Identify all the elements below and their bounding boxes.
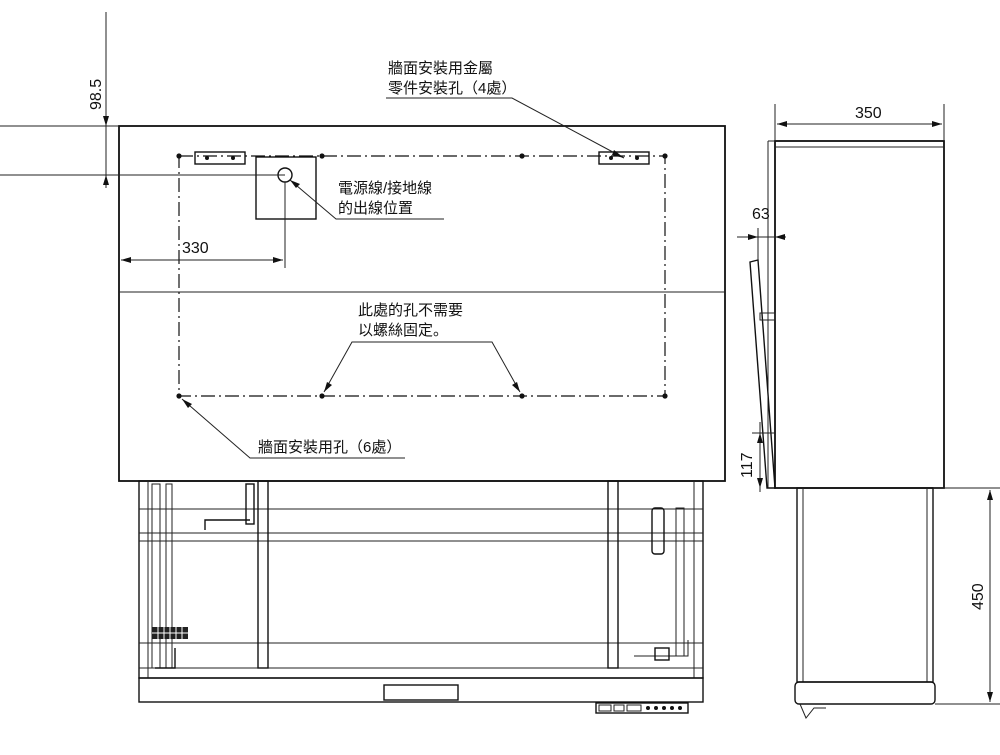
dim-label-63: 63 (752, 206, 770, 223)
vent-grille (152, 627, 188, 639)
stand-base (794, 681, 936, 705)
leader-power-line: 電源線/接地線 的出線位置 (289, 179, 444, 220)
dimension-117: 117 (739, 422, 775, 492)
label-metal-holes-2: 零件安裝孔（4處） (388, 80, 516, 97)
stand-foot (799, 703, 826, 719)
front-view: 98.5 330 牆面安裝用金屬 零件安裝孔（4處） 電源線/接地線 的出線位置 (0, 12, 726, 714)
dim-label-350: 350 (855, 105, 882, 122)
bracket-plate-left (194, 151, 246, 165)
control-panel-icon (595, 702, 689, 714)
leader-metal-holes: 牆面安裝用金屬 零件安裝孔（4處） (386, 60, 625, 159)
dimension-450: 450 (933, 487, 1000, 705)
leader-wall-holes: 牆面安裝用孔（6處） (181, 398, 405, 459)
power-outlet-box (255, 156, 317, 220)
side-view: 350 63 117 450 (737, 104, 1000, 719)
dim-label-117: 117 (739, 452, 756, 478)
side-cabinet (774, 140, 945, 489)
label-power-2: 的出線位置 (338, 200, 413, 217)
dim-label-330: 330 (182, 240, 209, 257)
label-no-screw-2: 以螺絲固定。 (358, 322, 448, 339)
label-no-screw-1: 此處的孔不需要 (358, 302, 463, 319)
bracket-plate-right (598, 151, 650, 165)
dim-label-98-5: 98.5 (88, 79, 105, 110)
dimension-350: 350 (774, 104, 945, 141)
dimension-330: 330 (121, 182, 286, 268)
plinth-handle (383, 684, 459, 701)
leader-no-screw: 此處的孔不需要 以螺絲固定。 (323, 302, 521, 393)
dimension-98-5: 98.5 (0, 12, 285, 188)
label-metal-holes-1: 牆面安裝用金屬 (388, 60, 493, 77)
dimension-63: 63 (737, 206, 786, 260)
stand-body (796, 487, 934, 683)
plinth (138, 677, 704, 703)
wall-bracket (749, 259, 776, 489)
label-power-1: 電源線/接地線 (338, 180, 432, 197)
base-frame (138, 480, 704, 714)
mounting-outline (178, 155, 666, 397)
label-wall-holes: 牆面安裝用孔（6處） (258, 439, 401, 456)
mounting-hole-dots (176, 153, 668, 399)
dim-label-450: 450 (970, 583, 987, 610)
